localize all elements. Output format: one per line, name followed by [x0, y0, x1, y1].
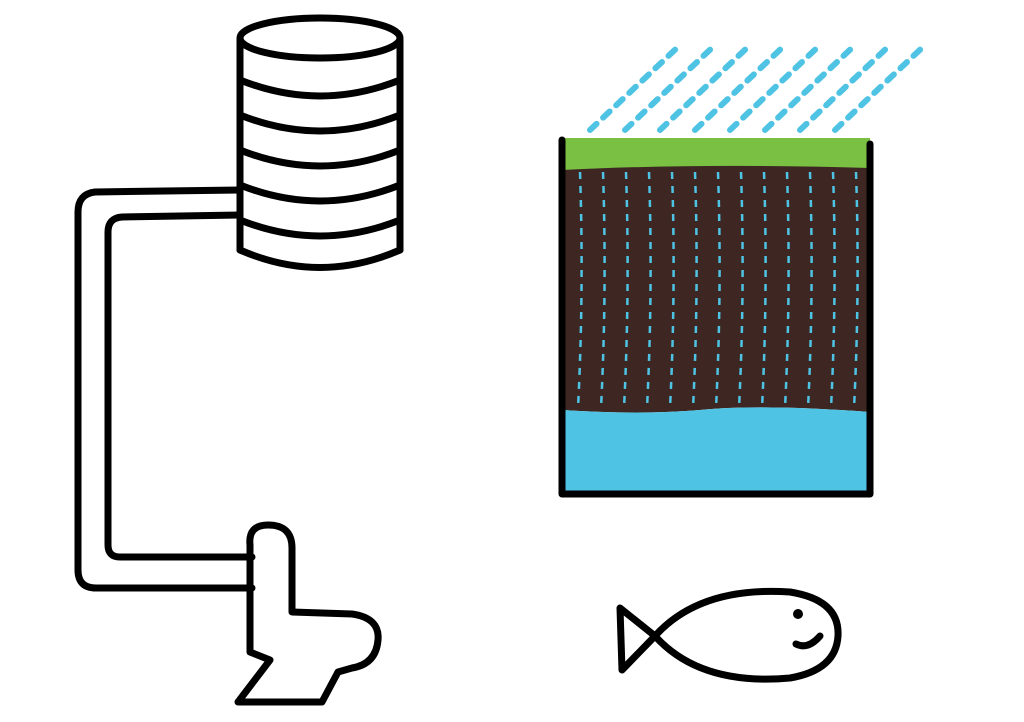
- soil-layer: [562, 165, 870, 413]
- fish-eye: [793, 609, 803, 619]
- groundwater-layer: [562, 407, 870, 492]
- grass-layer: [562, 138, 870, 170]
- toilet-icon: [234, 521, 382, 706]
- fish-icon: [616, 587, 842, 683]
- pipe-icon: [74, 186, 256, 592]
- soil-cross-section-icon: [558, 136, 874, 498]
- tank-icon: [236, 14, 404, 271]
- rain-icon: [587, 42, 928, 133]
- infiltration-lines: [576, 171, 859, 409]
